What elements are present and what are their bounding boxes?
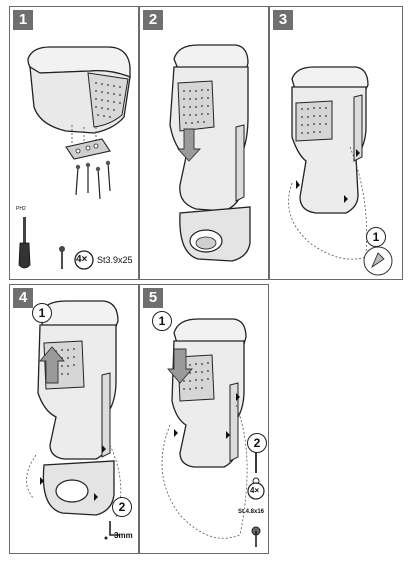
step-panel-2: 2 xyxy=(139,6,269,280)
screw-spec: St.4.8x16 xyxy=(238,509,265,515)
armrest-side-view xyxy=(288,66,393,276)
screw-count: 4× xyxy=(76,254,88,265)
step-number-badge: 5 xyxy=(143,288,163,308)
callout-2: 2 xyxy=(247,433,267,453)
armrest-up-view xyxy=(26,300,122,540)
screw-spec: St3.9x25 xyxy=(97,255,133,265)
armrest-exploded-view xyxy=(18,46,131,270)
step-panel-3: 3 1 xyxy=(269,6,403,280)
callout-1: 1 xyxy=(32,303,52,323)
armrest-final-view xyxy=(161,318,265,547)
step-number-badge: 3 xyxy=(273,10,293,30)
armrest-lower-view xyxy=(169,44,251,262)
step-panel-5: 5 xyxy=(139,284,269,554)
callout-1: 1 xyxy=(152,311,172,331)
bit-label: PH2 xyxy=(16,206,26,212)
hex-size-label: 3mm xyxy=(114,531,133,540)
step-number-badge: 1 xyxy=(13,10,33,30)
callout-2: 2 xyxy=(112,497,132,517)
step-number-badge: 4 xyxy=(13,288,33,308)
step-number-badge: 2 xyxy=(143,10,163,30)
screw-count: 4× xyxy=(250,486,260,495)
step-panel-1: 1 xyxy=(9,6,139,280)
step-panel-4: 4 xyxy=(9,284,139,554)
callout-1: 1 xyxy=(366,227,386,247)
